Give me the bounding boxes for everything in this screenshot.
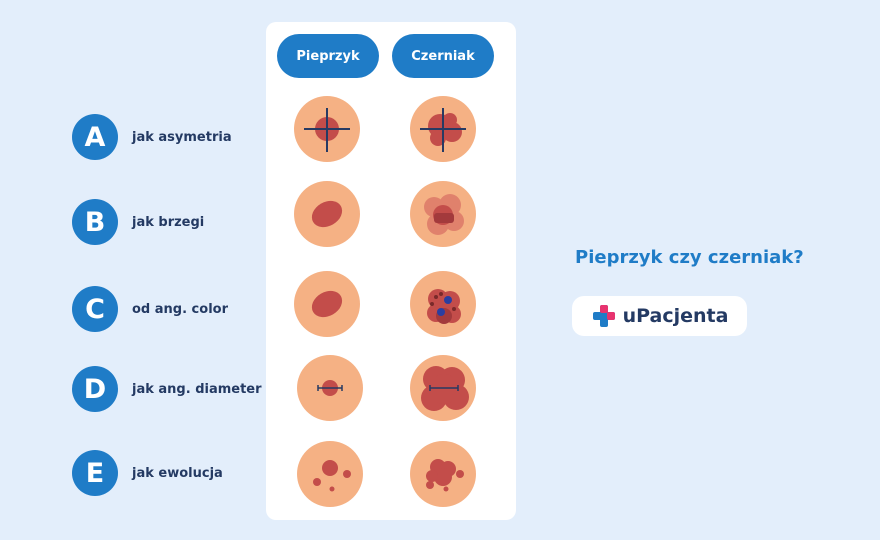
melanoma-color-illustration <box>410 271 476 337</box>
column-header-melanoma: Czerniak <box>392 34 494 78</box>
row-label-d: jak ang. diameter <box>132 381 262 397</box>
page-title: Pieprzyk czy czerniak? <box>575 247 804 268</box>
mole-asymmetry-illustration <box>294 96 360 162</box>
melanoma-diameter-illustration <box>410 355 476 421</box>
row-c: C od ang. color <box>72 286 228 332</box>
letter-badge-d: D <box>72 366 118 412</box>
row-d: D jak ang. diameter <box>72 366 262 412</box>
brand-name: uPacjenta <box>622 305 729 327</box>
row-label-e: jak ewolucja <box>132 465 223 481</box>
letter-badge-a: A <box>72 114 118 160</box>
melanoma-asymmetry-illustration <box>410 96 476 162</box>
mole-evolution-illustration <box>297 441 363 507</box>
mole-borders-illustration <box>294 181 360 247</box>
row-label-b: jak brzegi <box>132 214 205 230</box>
melanoma-evolution-illustration <box>410 441 476 507</box>
row-b: B jak brzegi <box>72 199 204 245</box>
mole-diameter-illustration <box>297 355 363 421</box>
row-label-a: jak asymetria <box>132 129 232 145</box>
mole-color-illustration <box>294 271 360 337</box>
row-a: A jak asymetria <box>72 114 232 160</box>
letter-badge-b: B <box>72 199 118 245</box>
brand-logo: uPacjenta <box>572 296 747 336</box>
column-header-mole: Pieprzyk <box>277 34 379 78</box>
medical-cross-logo-icon <box>592 305 615 327</box>
row-e: E jak ewolucja <box>72 450 223 496</box>
letter-badge-c: C <box>72 286 118 332</box>
row-label-c: od ang. color <box>132 301 228 317</box>
letter-badge-e: E <box>72 450 118 496</box>
melanoma-borders-illustration <box>410 181 476 247</box>
